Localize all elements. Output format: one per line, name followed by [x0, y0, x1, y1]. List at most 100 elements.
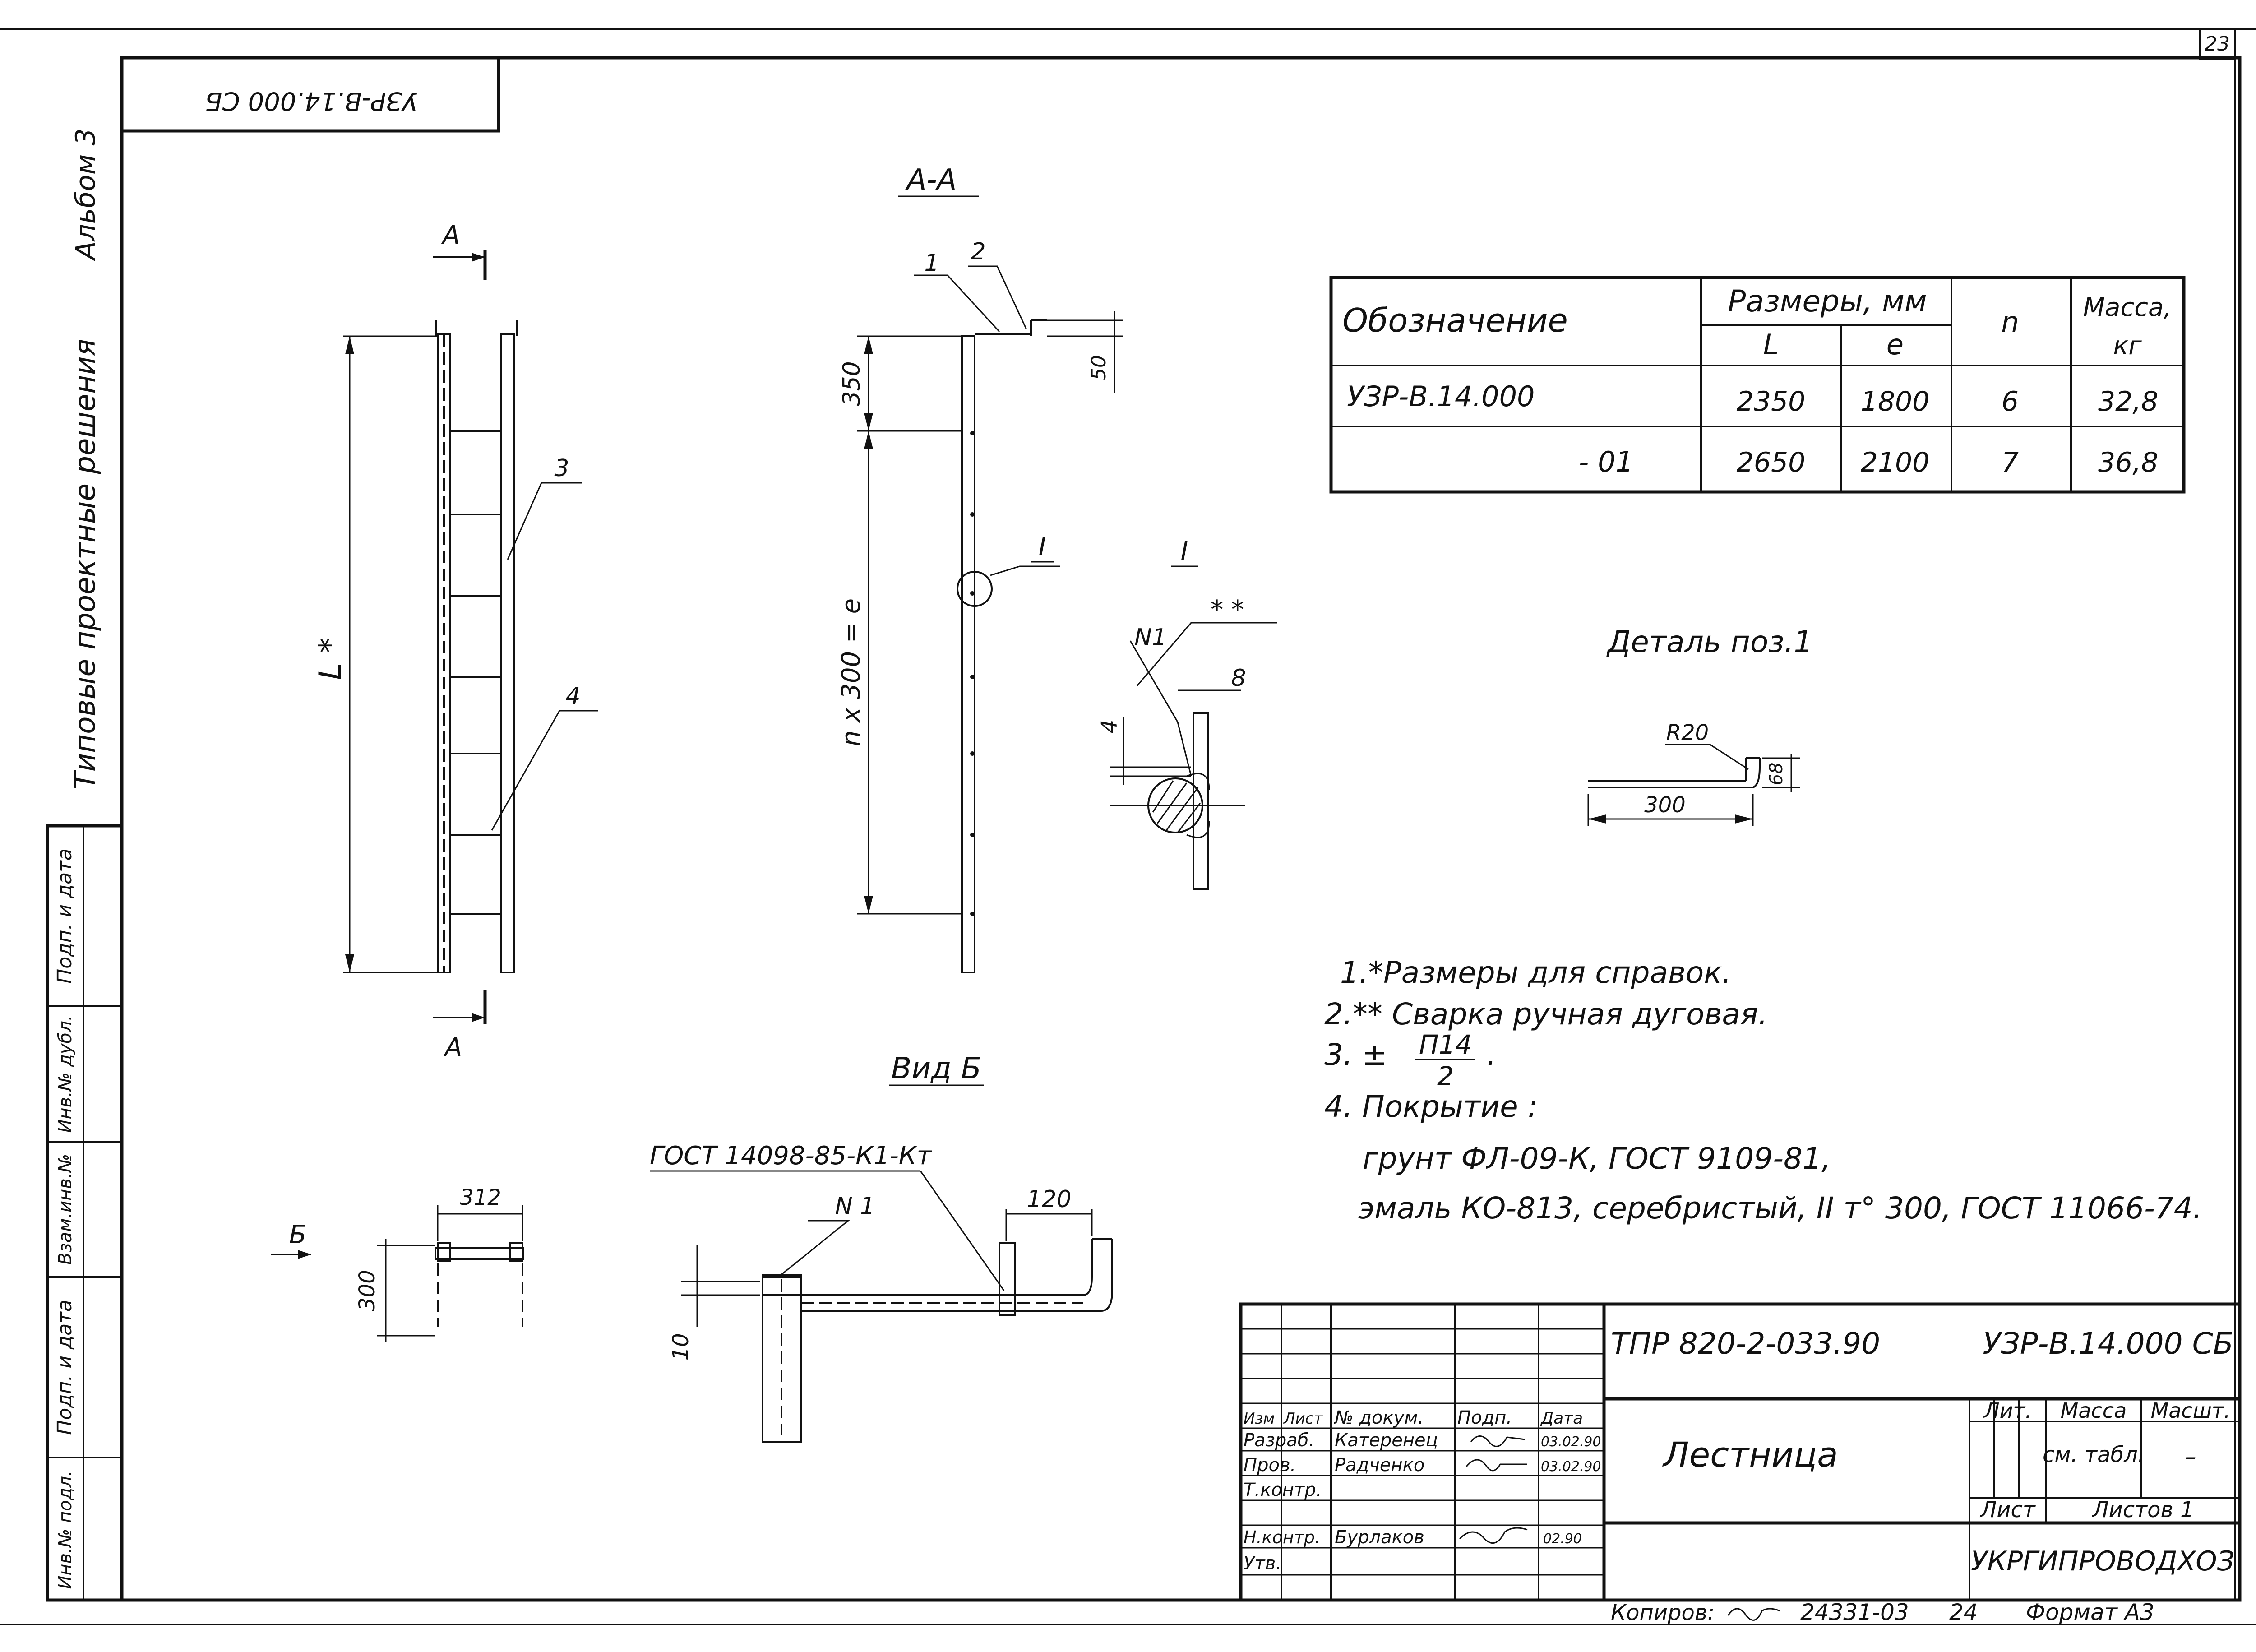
- col-header-list: Лист: [1283, 1410, 1323, 1428]
- dim-l-star: L *: [313, 638, 348, 680]
- stars-label: * *: [1211, 595, 1244, 625]
- footer-copy-code: 24331-03: [1800, 1599, 1909, 1625]
- table-header-sizes: Размеры, мм: [1728, 284, 1927, 319]
- side-stamp-1: Подп. и дата: [53, 848, 76, 984]
- note-4b: эмаль КО-813, серебристый, II т° 300, ГО…: [1358, 1191, 2202, 1226]
- name-2: Радченко: [1335, 1455, 1424, 1476]
- sheet-label: Лист: [1979, 1497, 2036, 1522]
- spec-table-grid: [1329, 276, 2186, 494]
- note-4a: грунт ФЛ-09-К, ГОСТ 9109-81,: [1363, 1141, 1831, 1176]
- scale-value: –: [2185, 1444, 2196, 1470]
- role-3: Т.контр.: [1244, 1480, 1322, 1500]
- footer-copied: Копиров:: [1611, 1600, 1715, 1625]
- side-stamp-3: Взам.инв.№: [55, 1154, 76, 1265]
- title-block-grid: [1239, 1302, 2242, 1602]
- row-1-l: 2350: [1737, 386, 1806, 417]
- name-5: Бурлаков: [1335, 1527, 1424, 1548]
- note-3-prefix: 3. ±: [1324, 1037, 1387, 1072]
- pos-2-label: 2: [971, 238, 985, 265]
- top-stamp: УЗР-В.14.000 СБ: [205, 86, 418, 116]
- row-1-e: 1800: [1861, 386, 1930, 417]
- detail-i-view: [1110, 622, 1277, 890]
- pos-3-label: 3: [554, 455, 569, 482]
- note-2: 2.** Сварка ручная дуговая.: [1324, 997, 1768, 1032]
- view-b-title: Вид Б: [891, 1051, 981, 1086]
- scale-label: Масшт.: [2151, 1398, 2231, 1423]
- detail-i-title: I: [1181, 537, 1188, 566]
- n1-label: N1: [1134, 624, 1167, 651]
- section-aa-title: А-А: [905, 163, 957, 197]
- dim-300-b: 300: [355, 1270, 380, 1311]
- dim-10: 10: [668, 1333, 693, 1360]
- marker-b: Б: [289, 1220, 306, 1249]
- row-2-mass: 36,8: [2098, 447, 2159, 478]
- table-header-n: n: [2001, 305, 2019, 338]
- series-label: Типовые проектные решения: [69, 339, 102, 790]
- dim-50: 50: [1087, 355, 1110, 380]
- dim-n300: n x 300 = e: [837, 598, 866, 746]
- date-1: 03.02.90: [1541, 1434, 1601, 1450]
- note-3-dot: .: [1487, 1037, 1496, 1072]
- table-header-e: e: [1886, 328, 1904, 361]
- side-stamp-strip: [46, 824, 124, 1602]
- row-2-l: 2650: [1737, 447, 1806, 478]
- row-1-mass: 32,8: [2098, 386, 2159, 417]
- page-number: 23: [2205, 32, 2230, 56]
- footer-copy-num: 24: [1949, 1599, 1978, 1625]
- role-2: Пров.: [1244, 1455, 1296, 1476]
- table-header-designation: Обозначение: [1342, 301, 1568, 339]
- sheet-frame: [0, 28, 2256, 1625]
- dim-312: 312: [460, 1185, 501, 1210]
- footer-copier-signature: [1727, 1608, 1780, 1621]
- role-1: Разраб.: [1244, 1430, 1314, 1451]
- dim-120: 120: [1026, 1186, 1071, 1213]
- lit-label: Лит.: [1983, 1398, 2032, 1423]
- date-5: 02.90: [1543, 1531, 1582, 1547]
- note-4: 4. Покрытие :: [1324, 1089, 1538, 1124]
- dim-4: 4: [1097, 720, 1122, 734]
- col-header-sign: Подп.: [1457, 1407, 1512, 1428]
- note-3-numerator: П14: [1419, 1029, 1472, 1060]
- role-6: Утв.: [1244, 1553, 1281, 1574]
- dim-68: 68: [1766, 763, 1787, 786]
- detail-pos1-view: [1587, 744, 1800, 826]
- table-header-mass: Масса,: [2083, 293, 2172, 322]
- signature-2: [1465, 1459, 1527, 1472]
- side-stamp-5: Инв.№ подл.: [55, 1470, 76, 1589]
- drawing-title: Лестница: [1662, 1435, 1838, 1475]
- marker-a-top: А: [441, 221, 460, 250]
- document-code: УЗР-В.14.000 СБ: [1983, 1326, 2233, 1361]
- note-3-denominator: 2: [1437, 1061, 1454, 1092]
- side-stamp-2: Инв.№ дубл.: [55, 1015, 76, 1133]
- footer-format: Формат А3: [2026, 1599, 2154, 1625]
- ladder-front-view: [343, 250, 598, 1024]
- side-stamp-4: Подп. и дата: [53, 1300, 76, 1435]
- organization: УКРГИПРОВОДХОЗ: [1971, 1546, 2234, 1577]
- row-1-n: 6: [2002, 386, 2019, 417]
- role-5: Н.контр.: [1244, 1527, 1320, 1547]
- row-1-designation: УЗР-В.14.000: [1347, 380, 1535, 413]
- table-header-l: L: [1763, 328, 1779, 361]
- n1-weld-label: N 1: [835, 1193, 875, 1220]
- section-aa-view: [857, 265, 1123, 973]
- name-1: Катеренец: [1335, 1430, 1438, 1451]
- r20-label: R20: [1666, 720, 1709, 745]
- sheets-label: Листов 1: [2091, 1497, 2194, 1522]
- signature-5: [1459, 1527, 1528, 1544]
- detail-pos1-title: Деталь поз.1: [1606, 625, 1813, 659]
- col-header-izm: Изм: [1244, 1410, 1275, 1428]
- col-header-doc: № докум.: [1334, 1407, 1424, 1428]
- pos-4-label: 4: [565, 683, 580, 710]
- view-b-small: [271, 1205, 524, 1342]
- mass-value: см. табл.: [2043, 1442, 2145, 1467]
- row-2-designation: - 01: [1579, 445, 1633, 478]
- marker-a-bottom: А: [444, 1033, 462, 1062]
- signature-1: [1470, 1435, 1526, 1447]
- view-b-weld: [681, 1171, 1113, 1443]
- col-header-date: Дата: [1540, 1409, 1583, 1428]
- dim-8: 8: [1231, 665, 1246, 692]
- album-label: Альбом 3: [70, 129, 102, 262]
- mass-label: Масса: [2061, 1398, 2127, 1423]
- note-1: 1.*Размеры для справок.: [1340, 955, 1731, 990]
